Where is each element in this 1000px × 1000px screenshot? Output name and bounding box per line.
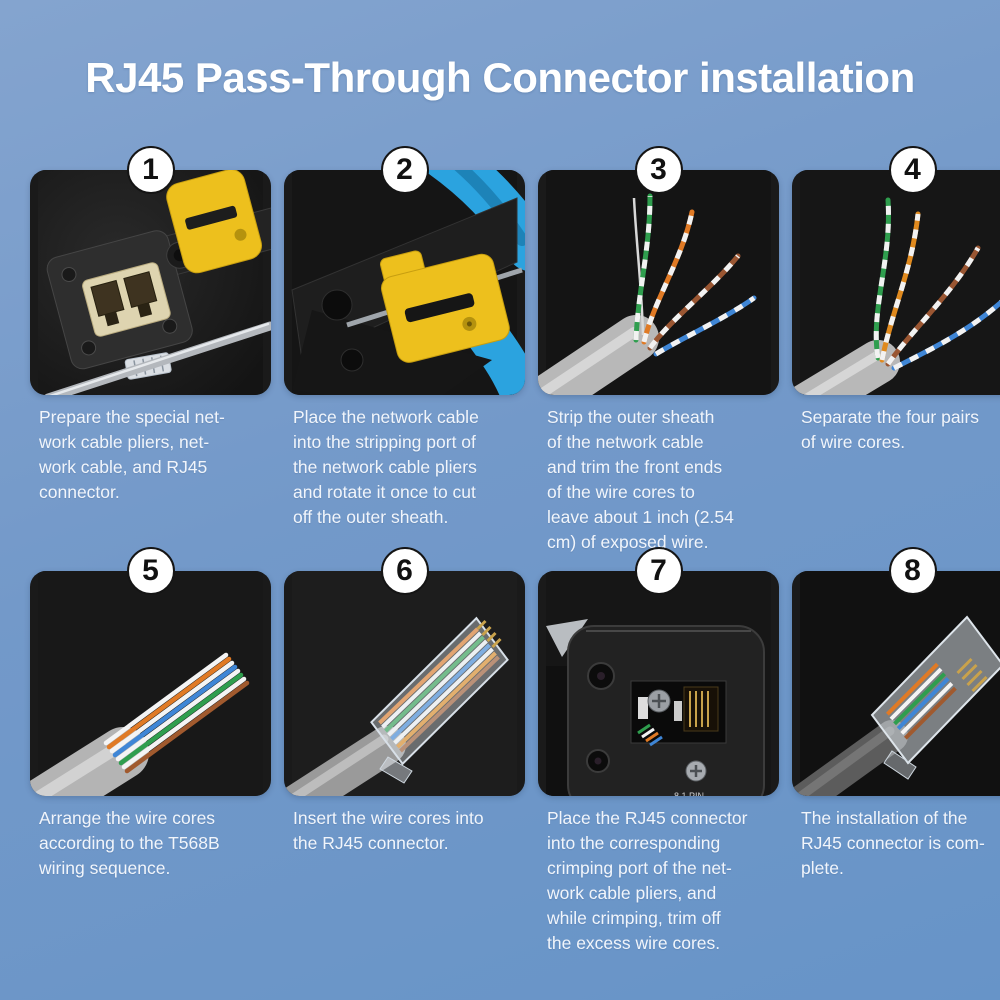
step-8-photo-clip bbox=[792, 571, 1000, 797]
step-7-photo: 8 1 PIN bbox=[546, 571, 771, 797]
step-2-number-badge: 2 bbox=[380, 146, 429, 195]
step-5-photo-clip bbox=[30, 571, 271, 797]
step-4-photo-frame: 4 bbox=[792, 146, 1000, 396]
step-7-photo-frame: 7 bbox=[538, 547, 779, 797]
pliers-closeup-illustration bbox=[291, 170, 525, 396]
step-1-number-badge: 1 bbox=[126, 146, 175, 195]
step-4-number-badge: 4 bbox=[888, 146, 937, 195]
pliers-illustration bbox=[46, 170, 271, 370]
crimping-port-illustration: 8 1 PIN bbox=[546, 619, 765, 797]
cable-illustration bbox=[44, 321, 271, 396]
step-5-caption: Arrange the wire cores according to the … bbox=[39, 808, 220, 879]
step-8-photo bbox=[792, 571, 1000, 797]
step-5-photo-frame: 5 bbox=[30, 547, 271, 797]
step-4-caption: Separate the four pairs of wire cores. bbox=[801, 407, 980, 453]
step-3-photo-frame: 3 bbox=[538, 146, 779, 396]
step-1-photo bbox=[38, 170, 271, 396]
step-number: 1 bbox=[142, 153, 159, 187]
step-2: 2 bbox=[284, 146, 525, 571]
step-5-number-badge: 5 bbox=[126, 547, 175, 596]
step-2-photo-frame: 2 bbox=[284, 146, 525, 396]
step-number: 3 bbox=[650, 153, 667, 187]
step-3: 3 bbox=[538, 146, 779, 571]
step-1: 1 bbox=[30, 146, 271, 571]
step-3-number-badge: 3 bbox=[634, 146, 683, 195]
step-6-photo-frame: 6 bbox=[284, 547, 525, 797]
step-6-photo bbox=[284, 571, 517, 797]
step-7-photo-clip: 8 1 PIN bbox=[538, 571, 779, 797]
page-header: RJ45 Pass-Through Connector installation bbox=[0, 0, 1000, 102]
step-8: 8 bbox=[792, 547, 1000, 956]
step-number: 2 bbox=[396, 153, 413, 187]
step-number: 4 bbox=[904, 153, 921, 187]
stripped-cable-illustration bbox=[538, 193, 757, 396]
step-4-photo-clip bbox=[792, 170, 1000, 396]
step-5-photo bbox=[30, 571, 263, 797]
step-2-caption: Place the network cable into the strippi… bbox=[293, 407, 479, 528]
step-number: 5 bbox=[142, 554, 159, 588]
step-number: 8 bbox=[904, 554, 921, 588]
step-1-photo-clip bbox=[30, 170, 271, 396]
step-6: 6 bbox=[284, 547, 525, 956]
step-5: 5 bbox=[30, 547, 271, 956]
step-7-number-badge: 7 bbox=[634, 547, 683, 596]
step-8-number-badge: 8 bbox=[888, 547, 937, 596]
step-number: 6 bbox=[396, 554, 413, 588]
step-2-photo bbox=[291, 170, 525, 396]
port-pin-marking: 8 1 PIN bbox=[674, 791, 704, 796]
step-6-number-badge: 6 bbox=[380, 547, 429, 596]
step-1-photo-frame: 1 bbox=[30, 146, 271, 396]
step-7: 7 bbox=[538, 547, 779, 956]
step-8-photo-frame: 8 bbox=[792, 547, 1000, 797]
step-6-photo-clip bbox=[284, 571, 525, 797]
step-3-photo-clip bbox=[538, 170, 779, 396]
steps-grid: 1 bbox=[0, 146, 1000, 956]
step-8-caption: The installation of the RJ45 connector i… bbox=[801, 808, 985, 879]
finished-connector-illustration bbox=[792, 615, 1000, 797]
step-1-caption: Prepare the special net- work cable plie… bbox=[39, 407, 225, 503]
page-title: RJ45 Pass-Through Connector installation bbox=[85, 54, 915, 101]
step-number: 7 bbox=[650, 554, 667, 588]
step-4-photo bbox=[792, 170, 1000, 396]
step-4: 4 bbox=[792, 146, 1000, 571]
step-3-caption: Strip the outer sheath of the network ca… bbox=[547, 407, 734, 553]
step-7-caption: Place the RJ45 connector into the corres… bbox=[547, 808, 748, 954]
arranged-wires-illustration bbox=[30, 653, 250, 797]
step-3-photo bbox=[538, 170, 771, 396]
step-2-photo-clip bbox=[284, 170, 525, 396]
step-6-caption: Insert the wire cores into the RJ45 conn… bbox=[293, 808, 484, 854]
